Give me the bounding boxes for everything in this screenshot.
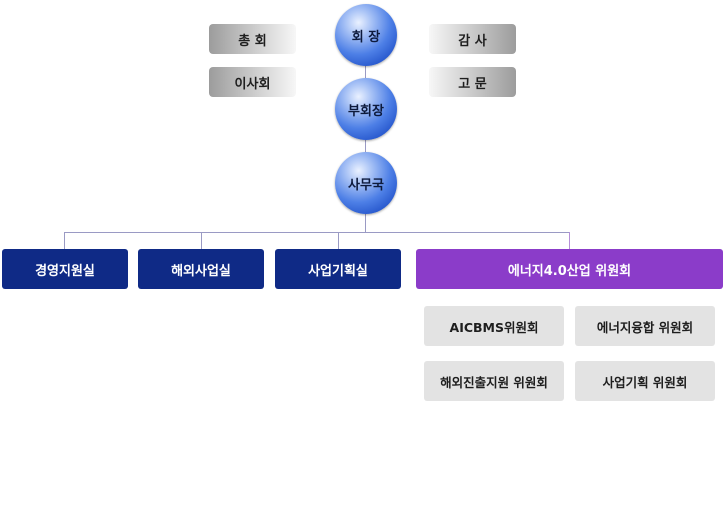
dept-management-support: 경영지원실 [2, 249, 128, 289]
connector-secretariat-down [365, 214, 366, 232]
committee-aicbms: AICBMS위원회 [424, 306, 564, 346]
connector-vice-secretariat [365, 140, 366, 152]
general-meeting-box: 총 회 [209, 24, 296, 54]
dept-overseas-business: 해외사업실 [138, 249, 264, 289]
committee-business-planning: 사업기획 위원회 [575, 361, 715, 401]
committee-overseas-expansion: 해외진출지원 위원회 [424, 361, 564, 401]
dept-business-planning: 사업기획실 [275, 249, 401, 289]
vice-chairman-node: 부회장 [335, 78, 397, 140]
board-box: 이사회 [209, 67, 296, 97]
connector-dept-3 [338, 232, 339, 249]
connector-dept-1 [64, 232, 65, 249]
audit-box: 감 사 [429, 24, 516, 54]
committee-energy-convergence: 에너지융합 위원회 [575, 306, 715, 346]
advisor-box: 고 문 [429, 67, 516, 97]
chairman-node: 회 장 [335, 4, 397, 66]
secretariat-node: 사무국 [335, 152, 397, 214]
connector-dept-2 [201, 232, 202, 249]
connector-dept-4 [569, 232, 570, 249]
connector-chairman-vice [365, 66, 366, 78]
dept-energy40-committee: 에너지4.0산업 위원회 [416, 249, 723, 289]
connector-horizontal-bus [64, 232, 570, 233]
